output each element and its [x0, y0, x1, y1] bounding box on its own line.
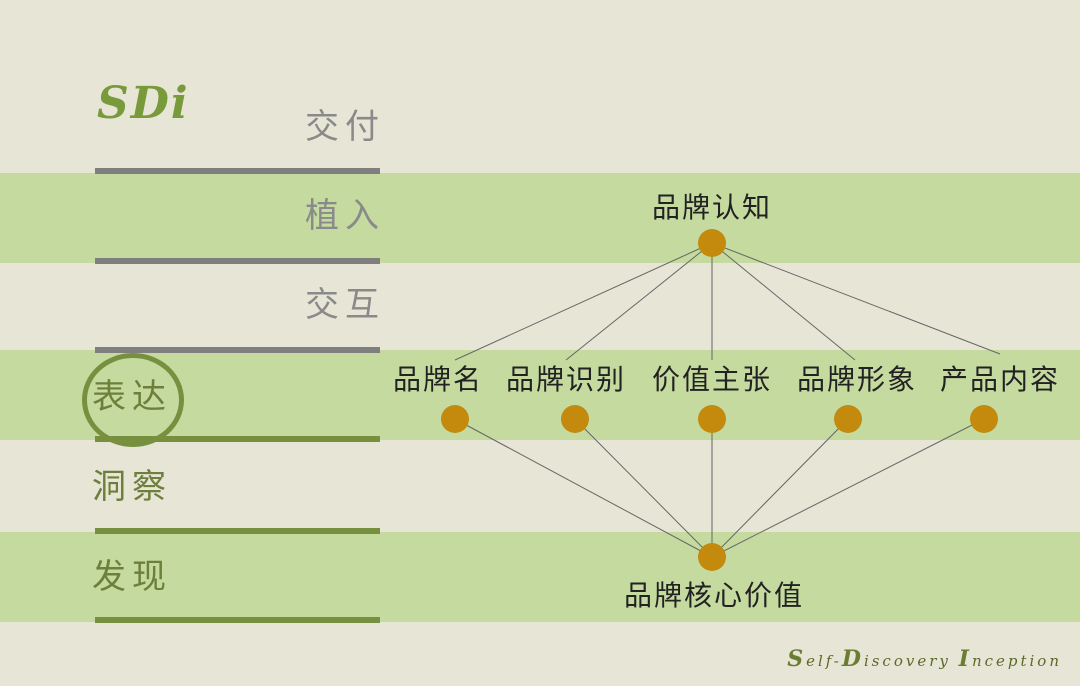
footer-i-cap: I [958, 646, 972, 672]
link-top-to-image [711, 242, 856, 361]
stage-label-jiaofu: 交付 [305, 107, 385, 147]
band-row-2 [0, 173, 1080, 263]
divider-dongcha [95, 528, 380, 534]
band-row-6 [0, 532, 1080, 622]
footer-tagline: Self-Discovery Inception [787, 646, 1062, 672]
stage-label-faxian: 发现 [92, 557, 172, 597]
node-brand-cognition [698, 229, 726, 257]
link-top-to-name [454, 242, 713, 361]
stage-label-jiaohu: 交互 [305, 285, 385, 325]
sdi-logo: SDi [97, 78, 190, 129]
divider-jiaohu [95, 347, 380, 353]
node-brand-identity [561, 405, 589, 433]
footer-i-rest: nception [971, 652, 1062, 670]
divider-zhiru [95, 258, 380, 264]
node-brand-image [834, 405, 862, 433]
label-brand-identity: 品牌识别 [505, 363, 627, 396]
divider-faxian [95, 617, 380, 623]
link-top-to-product [711, 242, 1001, 355]
divider-biaoda [95, 436, 380, 442]
node-brand-core-value [698, 543, 726, 571]
divider-jiaofu [95, 168, 380, 174]
link-image-to-core [711, 418, 849, 558]
label-brand-core-value: 品牌核心价值 [623, 579, 805, 612]
footer-s-cap: S [787, 646, 807, 672]
label-brand-name: 品牌名 [392, 363, 484, 396]
label-product-content: 产品内容 [939, 363, 1061, 396]
footer-d-rest: iscovery [863, 652, 959, 670]
footer-s-rest: elf- [806, 652, 842, 670]
node-brand-name [441, 405, 469, 433]
link-product-to-core [711, 418, 985, 558]
footer-d-cap: D [841, 646, 864, 672]
label-brand-cognition: 品牌认知 [651, 191, 773, 224]
node-product-content [970, 405, 998, 433]
stage-label-zhiru: 植入 [305, 196, 385, 236]
node-value-proposition [698, 405, 726, 433]
label-value-proposition: 价值主张 [651, 363, 773, 396]
stage-label-dongcha: 洞察 [92, 467, 172, 507]
link-name-to-core [454, 418, 713, 558]
label-brand-image: 品牌形象 [796, 363, 918, 396]
link-identity-to-core [574, 418, 713, 558]
current-stage-ring [82, 353, 184, 447]
link-top-to-identity [565, 242, 713, 361]
